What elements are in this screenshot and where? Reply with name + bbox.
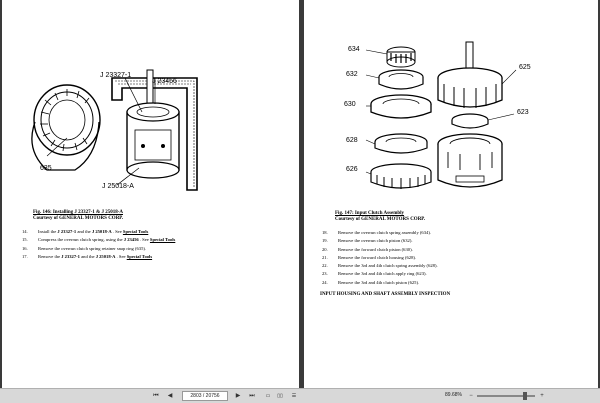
- document-page-right: 634 632 630 628 626 625 623 Fig. 147: In…: [304, 0, 598, 388]
- callout-634: 634: [348, 46, 360, 53]
- figure-147-illustration: [365, 41, 517, 189]
- step-text: . See: [111, 229, 123, 234]
- step-text: J 23327-1: [61, 253, 80, 259]
- step-text: Remove the overrun clutch spring assembl…: [338, 230, 432, 235]
- step-number: 19.: [322, 238, 328, 244]
- step-text: Remove the overrun clutch piston (632).: [338, 238, 413, 244]
- step-number: 16.: [22, 245, 28, 251]
- step-text: and the: [79, 253, 96, 259]
- step-text: Remove the 3rd and 4th clutch apply ring…: [338, 271, 427, 277]
- callout-630: 630: [344, 101, 356, 108]
- step-text: . See: [138, 237, 150, 243]
- step-text: J 25018-A: [91, 229, 112, 234]
- procedure-step: 17. Remove the J 23327-1 and the J 25018-…: [22, 253, 175, 261]
- first-page-button[interactable]: ⏮: [153, 393, 159, 399]
- callout-j23456: J 23456: [152, 78, 177, 85]
- document-page-left: J 23327-1 J 23456 635 J 25018-A Fig. 146…: [2, 0, 299, 388]
- zoom-out-button[interactable]: −: [469, 393, 473, 399]
- figure-146-caption: Fig. 146: Installing J 23327-1 & J 25018…: [33, 210, 123, 222]
- step-number: 17.: [22, 253, 28, 259]
- step-text: Remove the 3rd and 4th clutch piston (62…: [338, 279, 420, 285]
- next-page-button[interactable]: ▶: [235, 393, 241, 399]
- caption-title: Fig. 146: Installing J 23327-1 & J 25018…: [33, 210, 123, 215]
- page-number-field[interactable]: 2803 / 20756: [182, 391, 228, 401]
- step-text: Remove the overrun clutch spring retaine…: [38, 245, 147, 251]
- step-text: Install the: [38, 229, 58, 234]
- zoom-slider-track[interactable]: [477, 395, 535, 397]
- step-number: 20.: [322, 246, 328, 252]
- continuous-view-icon[interactable]: ☰: [291, 393, 297, 399]
- callout-625: 625: [519, 64, 531, 71]
- step-text: Remove the 3rd and 4th clutch spring ass…: [338, 263, 438, 269]
- callout-j25018-a: J 25018-A: [102, 183, 134, 190]
- step-number: 15.: [22, 237, 28, 243]
- step-text: Remove the forward clutch housing (628).: [338, 254, 417, 260]
- previous-page-button[interactable]: ◀: [167, 393, 173, 399]
- section-heading: INPUT HOUSING AND SHAFT ASSEMBLY INSPECT…: [320, 292, 451, 297]
- step-number: 22.: [322, 263, 328, 269]
- step-number: 23.: [322, 271, 328, 277]
- step-text: J 23327-1: [57, 229, 77, 234]
- special-tools-link[interactable]: Special Tools: [149, 237, 176, 243]
- callout-623: 623: [517, 109, 529, 116]
- step-text: Compress the overrun clutch spring, usin…: [38, 237, 124, 243]
- step-number: 24.: [322, 279, 328, 285]
- procedure-step: 20. Remove the forward clutch piston (630…: [322, 246, 438, 254]
- zoom-in-button[interactable]: +: [540, 393, 544, 399]
- callout-632: 632: [346, 71, 358, 78]
- caption-credit: Courtesy of GENERAL MOTORS CORP.: [33, 216, 124, 221]
- procedure-steps-left: 14. Install the J 23327-1 and the J 25018…: [22, 228, 175, 261]
- step-text: J 23456: [123, 237, 139, 243]
- procedure-step: 19. Remove the overrun clutch piston (632…: [322, 237, 438, 245]
- callout-626: 626: [346, 166, 358, 173]
- single-page-view-icon[interactable]: ▭: [265, 393, 271, 399]
- special-tools-link[interactable]: Special Tools: [126, 253, 153, 259]
- step-text: . See: [115, 253, 127, 259]
- step-text: Remove the forward clutch piston (630).: [338, 246, 413, 252]
- step-text: Remove the: [38, 253, 62, 259]
- step-text: J 25018-A: [95, 253, 116, 259]
- figure-147-caption: Fig. 147: Input Clutch Assembly Courtesy…: [335, 211, 425, 223]
- two-page-view-icon[interactable]: ▯▯: [277, 393, 283, 399]
- step-text: and the: [76, 229, 92, 234]
- viewer-toolbar: ⏮ ◀ 2803 / 20756 ▶ ⏭ ▭ ▯▯ ☰ 89.68% − +: [0, 388, 600, 403]
- procedure-step: 22. Remove the 3rd and 4th clutch spring …: [322, 262, 438, 270]
- figure-146-illustration: [31, 69, 198, 191]
- zoom-level: 89.68%: [445, 392, 462, 398]
- special-tools-link[interactable]: Special Tools: [122, 229, 149, 234]
- step-number: 21.: [322, 254, 328, 260]
- step-number: 14.: [22, 229, 28, 234]
- procedure-step: 23. Remove the 3rd and 4th clutch apply r…: [322, 270, 438, 278]
- caption-title: Fig. 147: Input Clutch Assembly: [335, 211, 405, 216]
- procedure-step: 14. Install the J 23327-1 and the J 25018…: [22, 228, 175, 236]
- procedure-step: 18. Remove the overrun clutch spring asse…: [322, 229, 438, 237]
- zoom-slider-handle[interactable]: [522, 392, 527, 400]
- procedure-step: 24. Remove the 3rd and 4th clutch piston …: [322, 279, 438, 287]
- last-page-button[interactable]: ⏭: [249, 393, 255, 399]
- caption-credit: Courtesy of GENERAL MOTORS CORP.: [335, 217, 426, 222]
- callout-635: 635: [40, 165, 52, 172]
- procedure-steps-right: 18. Remove the overrun clutch spring asse…: [322, 229, 438, 287]
- procedure-step: 15. Compress the overrun clutch spring, u…: [22, 236, 175, 244]
- callout-628: 628: [346, 137, 358, 144]
- callout-j23327-1: J 23327-1: [100, 72, 132, 79]
- procedure-step: 16. Remove the overrun clutch spring reta…: [22, 245, 175, 253]
- procedure-step: 21. Remove the forward clutch housing (62…: [322, 254, 438, 262]
- step-number: 18.: [322, 230, 328, 235]
